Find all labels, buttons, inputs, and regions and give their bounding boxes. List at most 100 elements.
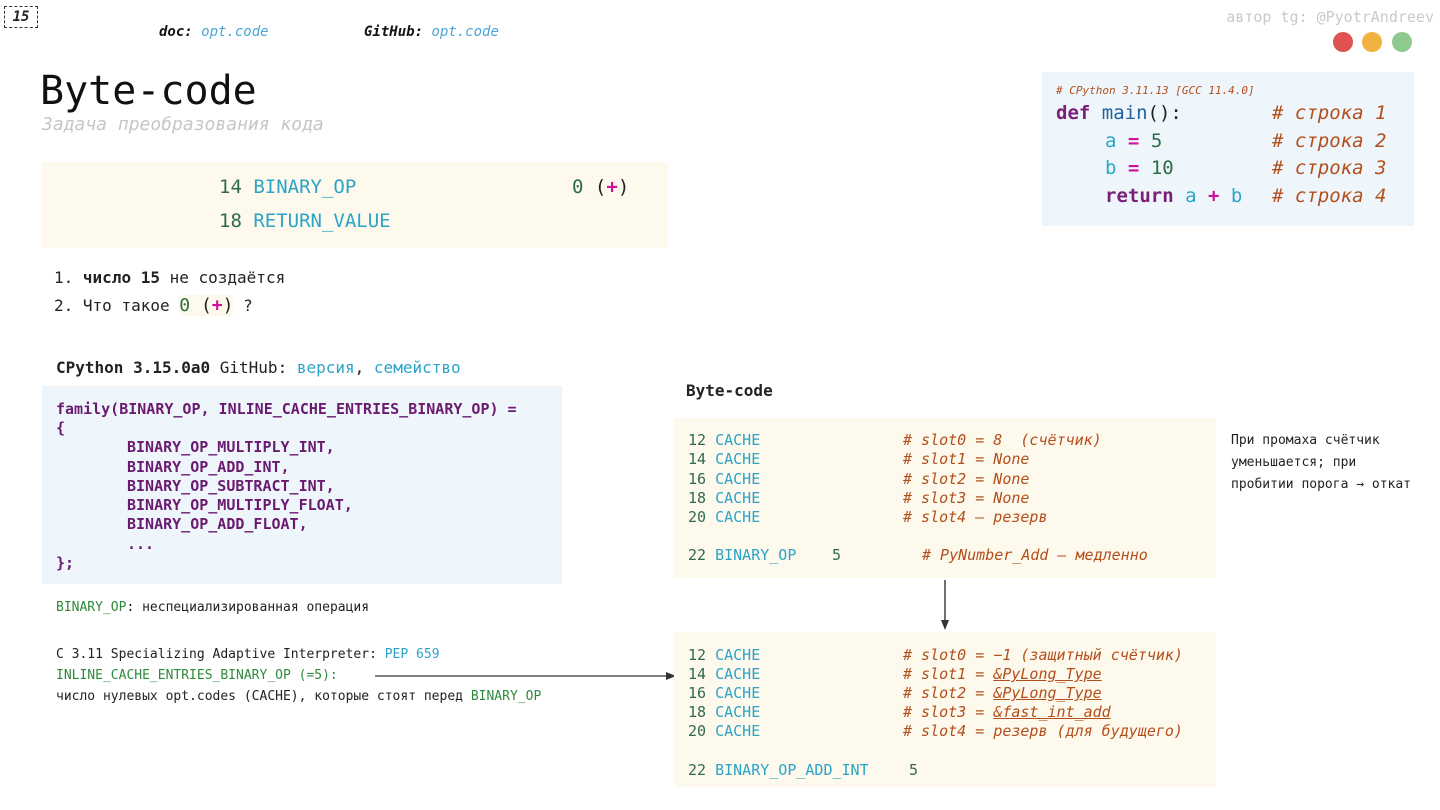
note-text: не создаётся — [169, 268, 286, 287]
bc-row: 20 CACHE — [688, 722, 760, 740]
sai-line-3: число нулевых opt.codes (CACHE), которые… — [56, 686, 541, 707]
paren-close: ) — [222, 295, 234, 316]
bc-row: 14 CACHE — [688, 665, 760, 683]
bc-offset: 20 — [688, 508, 707, 526]
bc-row: 12 CACHE — [688, 431, 760, 449]
variable: a — [1105, 130, 1117, 152]
maximize-dot-icon[interactable] — [1392, 32, 1412, 52]
code-comment-4: # строка 4 — [1272, 185, 1387, 207]
code-line-2: a = 5 — [1105, 130, 1162, 152]
family-close-brace: }; — [56, 554, 75, 572]
op-offset: 14 — [219, 176, 242, 198]
note-item-1: 1. число 15 не создаётся — [54, 264, 285, 292]
bc-op: CACHE — [715, 450, 761, 468]
variable: b — [1230, 185, 1243, 207]
op-line-return: 18 RETURN_VALUE — [219, 210, 391, 232]
bc-row: 16 CACHE — [688, 470, 760, 488]
bc-row: 16 CACHE — [688, 684, 760, 702]
bc-comment-text: # slot0 = — [903, 646, 994, 664]
op-offset: 18 — [219, 210, 242, 232]
note-item-2: 2. Что такое 0 (+) ? — [54, 292, 285, 320]
bc-op: CACHE — [715, 508, 761, 526]
github-label: GitHub: — [364, 24, 424, 40]
bc-comment-text: # slot2 = — [903, 684, 994, 702]
bc-comment-text: # slot0 = 8 (счётчик) — [903, 431, 1102, 449]
bc-offset: 20 — [688, 722, 707, 740]
op-name: BINARY_OP — [253, 176, 357, 198]
code-line-4: return a + b — [1105, 185, 1242, 207]
code-comment-3: # строка 3 — [1272, 157, 1387, 179]
note-text: Что такое — [82, 296, 170, 315]
variable: a — [1185, 185, 1197, 207]
bc-row: 22 BINARY_OP — [688, 546, 796, 564]
question-mark: ? — [243, 296, 253, 315]
bc-op: CACHE — [715, 470, 761, 488]
minimize-dot-icon[interactable] — [1362, 32, 1382, 52]
pylong-type-link[interactable]: &PyLong_Type — [993, 665, 1102, 683]
bc-arg-value: 5 — [832, 546, 842, 564]
doc-link[interactable]: opt.code — [201, 24, 269, 40]
version-link[interactable]: версия — [296, 358, 355, 377]
python-code-block: # CPython 3.11.13 [GCC 11.4.0] def main(… — [1042, 72, 1414, 226]
bc-op: CACHE — [715, 646, 761, 664]
doc-label: doc: — [159, 24, 193, 40]
bc-comment: # slot0 = −1 (защитный счётчик) — [903, 646, 1183, 664]
bc-comment-text: −1 (защитный счётчик) — [993, 646, 1183, 664]
github-link[interactable]: opt.code — [431, 24, 499, 40]
bc-comment: # slot1 = &PyLong_Type — [903, 665, 1102, 683]
bc-comment-text: # slot4 — резерв — [903, 508, 1048, 526]
opcode-snippet: 14 BINARY_OP 0 (+) 18 RETURN_VALUE — [42, 162, 668, 248]
pylong-type-link[interactable]: &PyLong_Type — [993, 684, 1102, 702]
family-link[interactable]: семейство — [373, 358, 461, 377]
close-dot-icon[interactable] — [1333, 32, 1353, 52]
bc-comment: # PyNumber_Add — медленно — [922, 546, 1148, 564]
comma: , — [354, 358, 365, 377]
bc-offset: 12 — [688, 431, 707, 449]
bc-comment-text: # PyNumber_Add — медленно — [922, 546, 1148, 564]
bc-comment: # slot4 — резерв — [903, 508, 1048, 526]
cpython-heading: CPython 3.15.0a0 GitHub: версия, семейст… — [56, 358, 461, 377]
cpython-version: CPython 3.15.0a0 — [56, 358, 211, 377]
number: 5 — [1150, 130, 1163, 152]
bc-comment-text: # slot1 = None — [903, 450, 1030, 468]
op-arg-value: 0 — [572, 176, 584, 198]
bytecode-after: 12 CACHE 14 CACHE 16 CACHE 18 CACHE 20 C… — [674, 632, 1216, 787]
binary-op-desc: : неспециализированная операция — [126, 600, 370, 615]
operator: = — [1127, 130, 1140, 152]
plus-symbol: + — [211, 295, 223, 316]
family-item: BINARY_OP_MULTIPLY_INT, — [127, 438, 335, 456]
keyword: return — [1105, 185, 1174, 207]
bytecode-before: 12 CACHE 14 CACHE 16 CACHE 18 CACHE 20 C… — [674, 418, 1216, 578]
bc-comment: # slot2 = None — [903, 470, 1029, 488]
paren-close: ) — [617, 176, 630, 198]
bc-offset: 18 — [688, 489, 707, 507]
bc-offset: 14 — [688, 665, 707, 683]
paren-open: ( — [594, 176, 607, 198]
page-title: Byte-code — [40, 68, 257, 114]
bc-row: 20 CACHE — [688, 508, 760, 526]
bc-comment-text: # slot2 = None — [903, 470, 1030, 488]
bc-arg-value: 5 — [909, 761, 919, 779]
bc-comment: # slot4 = резерв (для будущего) — [903, 722, 1183, 740]
number: 10 — [1150, 157, 1174, 179]
family-code-block: family(BINARY_OP, INLINE_CACHE_ENTRIES_B… — [42, 386, 562, 584]
operator: + — [1208, 185, 1220, 207]
bc-offset: 14 — [688, 450, 707, 468]
pep-659-link[interactable]: PEP 659 — [384, 647, 440, 662]
bc-row: 14 CACHE — [688, 450, 760, 468]
bc-comment-text: резерв (для будущего) — [993, 722, 1183, 740]
github-link-group: GitHub: opt.code — [364, 24, 499, 40]
code-line-3: b = 10 — [1105, 157, 1174, 179]
bc-offset: 22 — [688, 761, 707, 779]
family-item: BINARY_OP_SUBTRACT_INT, — [127, 477, 335, 495]
code-line-1: def main(): — [1056, 102, 1182, 124]
author-credit: автор tg: @PyotrAndreev — [1226, 8, 1434, 26]
keyword: def — [1056, 102, 1091, 124]
op-arg: 0 (+) — [572, 176, 629, 198]
binary-op-note: BINARY_OP: неспециализированная операция — [56, 600, 369, 615]
bc-offset: 16 — [688, 684, 707, 702]
fast-int-add-link[interactable]: &fast_int_add — [993, 703, 1111, 721]
bc-offset: 12 — [688, 646, 707, 664]
bc-comment-text: # slot3 = — [903, 703, 994, 721]
sai-line-2: INLINE_CACHE_ENTRIES_BINARY_OP (=5): — [56, 668, 338, 683]
